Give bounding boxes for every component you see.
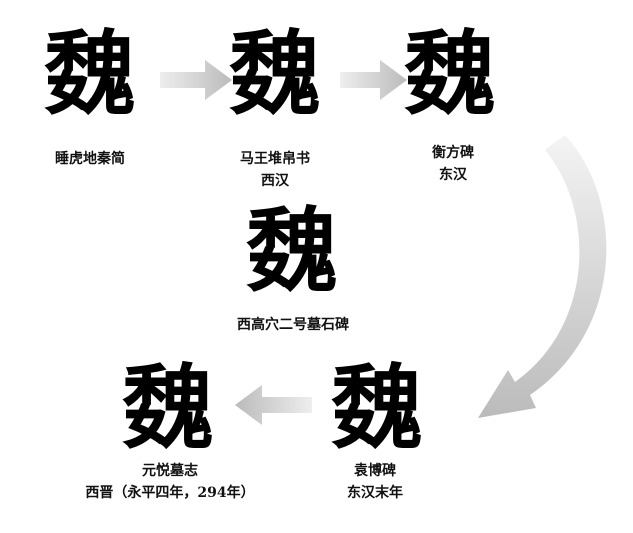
stage-label: 衡方碑东汉 xyxy=(432,142,474,186)
stage-label: 睡虎地秦简 xyxy=(55,148,125,170)
arrow-left-icon xyxy=(235,385,312,425)
glyph-hengfang-stele: 魏 xyxy=(403,20,497,128)
stage-period: 东汉末年 xyxy=(347,485,403,501)
stage-label: 西高穴二号墓石碑 xyxy=(237,314,349,336)
stage-name: 袁博碑 xyxy=(354,463,396,479)
arrow-right-icon xyxy=(160,60,232,100)
stage-name: 马王堆帛书 xyxy=(240,151,310,167)
stage-name: 衡方碑 xyxy=(432,145,474,161)
stage-name: 元悦墓志 xyxy=(141,463,198,479)
arrow-right-icon xyxy=(340,60,407,100)
glyph-xigaoxue-tomb: 魏 xyxy=(245,197,339,305)
glyph-yuanbo-stele: 魏 xyxy=(330,354,424,462)
curved-arrow-icon xyxy=(478,135,607,418)
stage-period: 西晋（永平四年，294年） xyxy=(85,485,255,501)
glyph-mawangdui: 魏 xyxy=(228,20,322,128)
stage-label: 袁博碑东汉末年 xyxy=(347,460,403,504)
glyph-qin-bamboo: 魏 xyxy=(43,20,137,128)
stage-label: 马王堆帛书西汉 xyxy=(240,148,310,192)
stage-name: 西高穴二号墓石碑 xyxy=(237,317,349,333)
glyph-yuanyue-epitaph: 魏 xyxy=(121,354,215,462)
stage-label: 元悦墓志西晋（永平四年，294年） xyxy=(85,460,254,504)
stage-period: 东汉 xyxy=(439,167,467,183)
stage-name: 睡虎地秦简 xyxy=(55,151,125,167)
stage-period: 西汉 xyxy=(261,173,289,189)
